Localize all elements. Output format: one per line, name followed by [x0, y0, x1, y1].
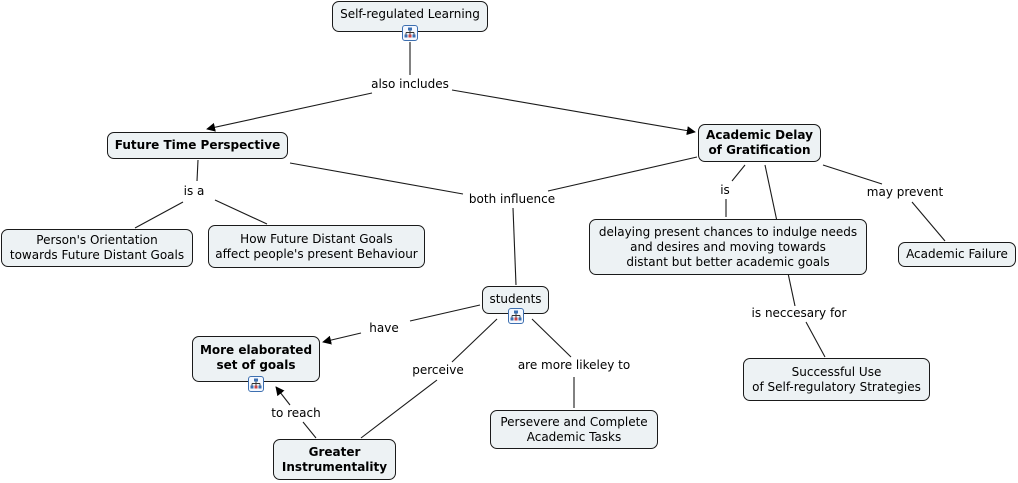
- concept-node-delaying[interactable]: delaying present chances to indulge need…: [589, 219, 867, 275]
- linking-phrase-also-includes[interactable]: also includes: [369, 77, 451, 91]
- arrow-connector: [275, 386, 291, 406]
- concept-label: Self-regulated Learning: [340, 7, 480, 21]
- concept-label: Academic Failure: [906, 247, 1008, 261]
- line-connector: [822, 164, 883, 185]
- concept-label: Greater Instrumentality: [281, 444, 388, 474]
- concept-node-orient[interactable]: Person's Orientation towards Future Dist…: [1, 229, 193, 267]
- linking-phrase-have[interactable]: have: [367, 321, 401, 335]
- line-connector: [302, 421, 317, 439]
- linking-phrase-are-more-likeley-to[interactable]: are more likeley to: [515, 358, 633, 372]
- line-connector: [451, 318, 498, 363]
- concept-label: Persevere and Complete Academic Tasks: [500, 414, 648, 444]
- line-connector: [547, 156, 698, 192]
- linking-phrase-is[interactable]: is: [718, 183, 732, 197]
- concept-label: Successful Use of Self-regulatory Strate…: [752, 364, 921, 394]
- concept-node-ftp[interactable]: Future Time Perspective: [107, 132, 288, 159]
- linking-phrase-may-prevent[interactable]: may prevent: [864, 185, 946, 199]
- concept-node-adg[interactable]: Academic Delay of Gratification: [698, 124, 821, 162]
- arrow-connector: [322, 332, 362, 345]
- line-connector: [512, 207, 517, 286]
- submap-icon[interactable]: [508, 308, 524, 324]
- linking-phrase-is-neccesary-for[interactable]: is neccesary for: [749, 306, 849, 320]
- concept-label: Academic Delay of Gratification: [706, 128, 813, 157]
- line-connector: [196, 159, 199, 182]
- linking-phrase-both-influence[interactable]: both influence: [466, 192, 558, 206]
- concept-label: delaying present chances to indulge need…: [598, 224, 858, 269]
- concept-label: Future Time Perspective: [114, 138, 281, 152]
- arrow-connector: [451, 89, 696, 136]
- concept-label: How Future Distant Goals affect people's…: [215, 231, 418, 261]
- line-connector: [731, 164, 746, 182]
- linking-phrase-to-reach[interactable]: to reach: [269, 406, 323, 420]
- line-connector: [805, 321, 826, 358]
- submap-icon[interactable]: [402, 25, 418, 41]
- concept-node-instr[interactable]: Greater Instrumentality: [273, 439, 396, 480]
- concept-node-failure[interactable]: Academic Failure: [898, 242, 1016, 267]
- arrow-connector: [206, 92, 373, 132]
- line-connector: [360, 379, 438, 439]
- submap-icon[interactable]: [248, 376, 264, 392]
- linking-phrase-is-a[interactable]: is a: [181, 184, 207, 198]
- line-connector: [289, 162, 464, 195]
- concept-node-persevere[interactable]: Persevere and Complete Academic Tasks: [490, 410, 658, 449]
- concept-label: students: [489, 292, 542, 306]
- concept-node-strategies[interactable]: Successful Use of Self-regulatory Strate…: [743, 358, 930, 401]
- line-connector: [409, 304, 481, 322]
- line-connector: [531, 318, 572, 358]
- concept-node-howfuture[interactable]: How Future Distant Goals affect people's…: [208, 225, 425, 268]
- line-connector: [214, 199, 268, 225]
- line-connector: [911, 201, 946, 242]
- line-connector: [134, 201, 184, 229]
- linking-phrase-perceive[interactable]: perceive: [410, 363, 466, 377]
- concept-label: More elaborated set of goals: [199, 343, 313, 372]
- concept-label: Person's Orientation towards Future Dist…: [9, 233, 185, 262]
